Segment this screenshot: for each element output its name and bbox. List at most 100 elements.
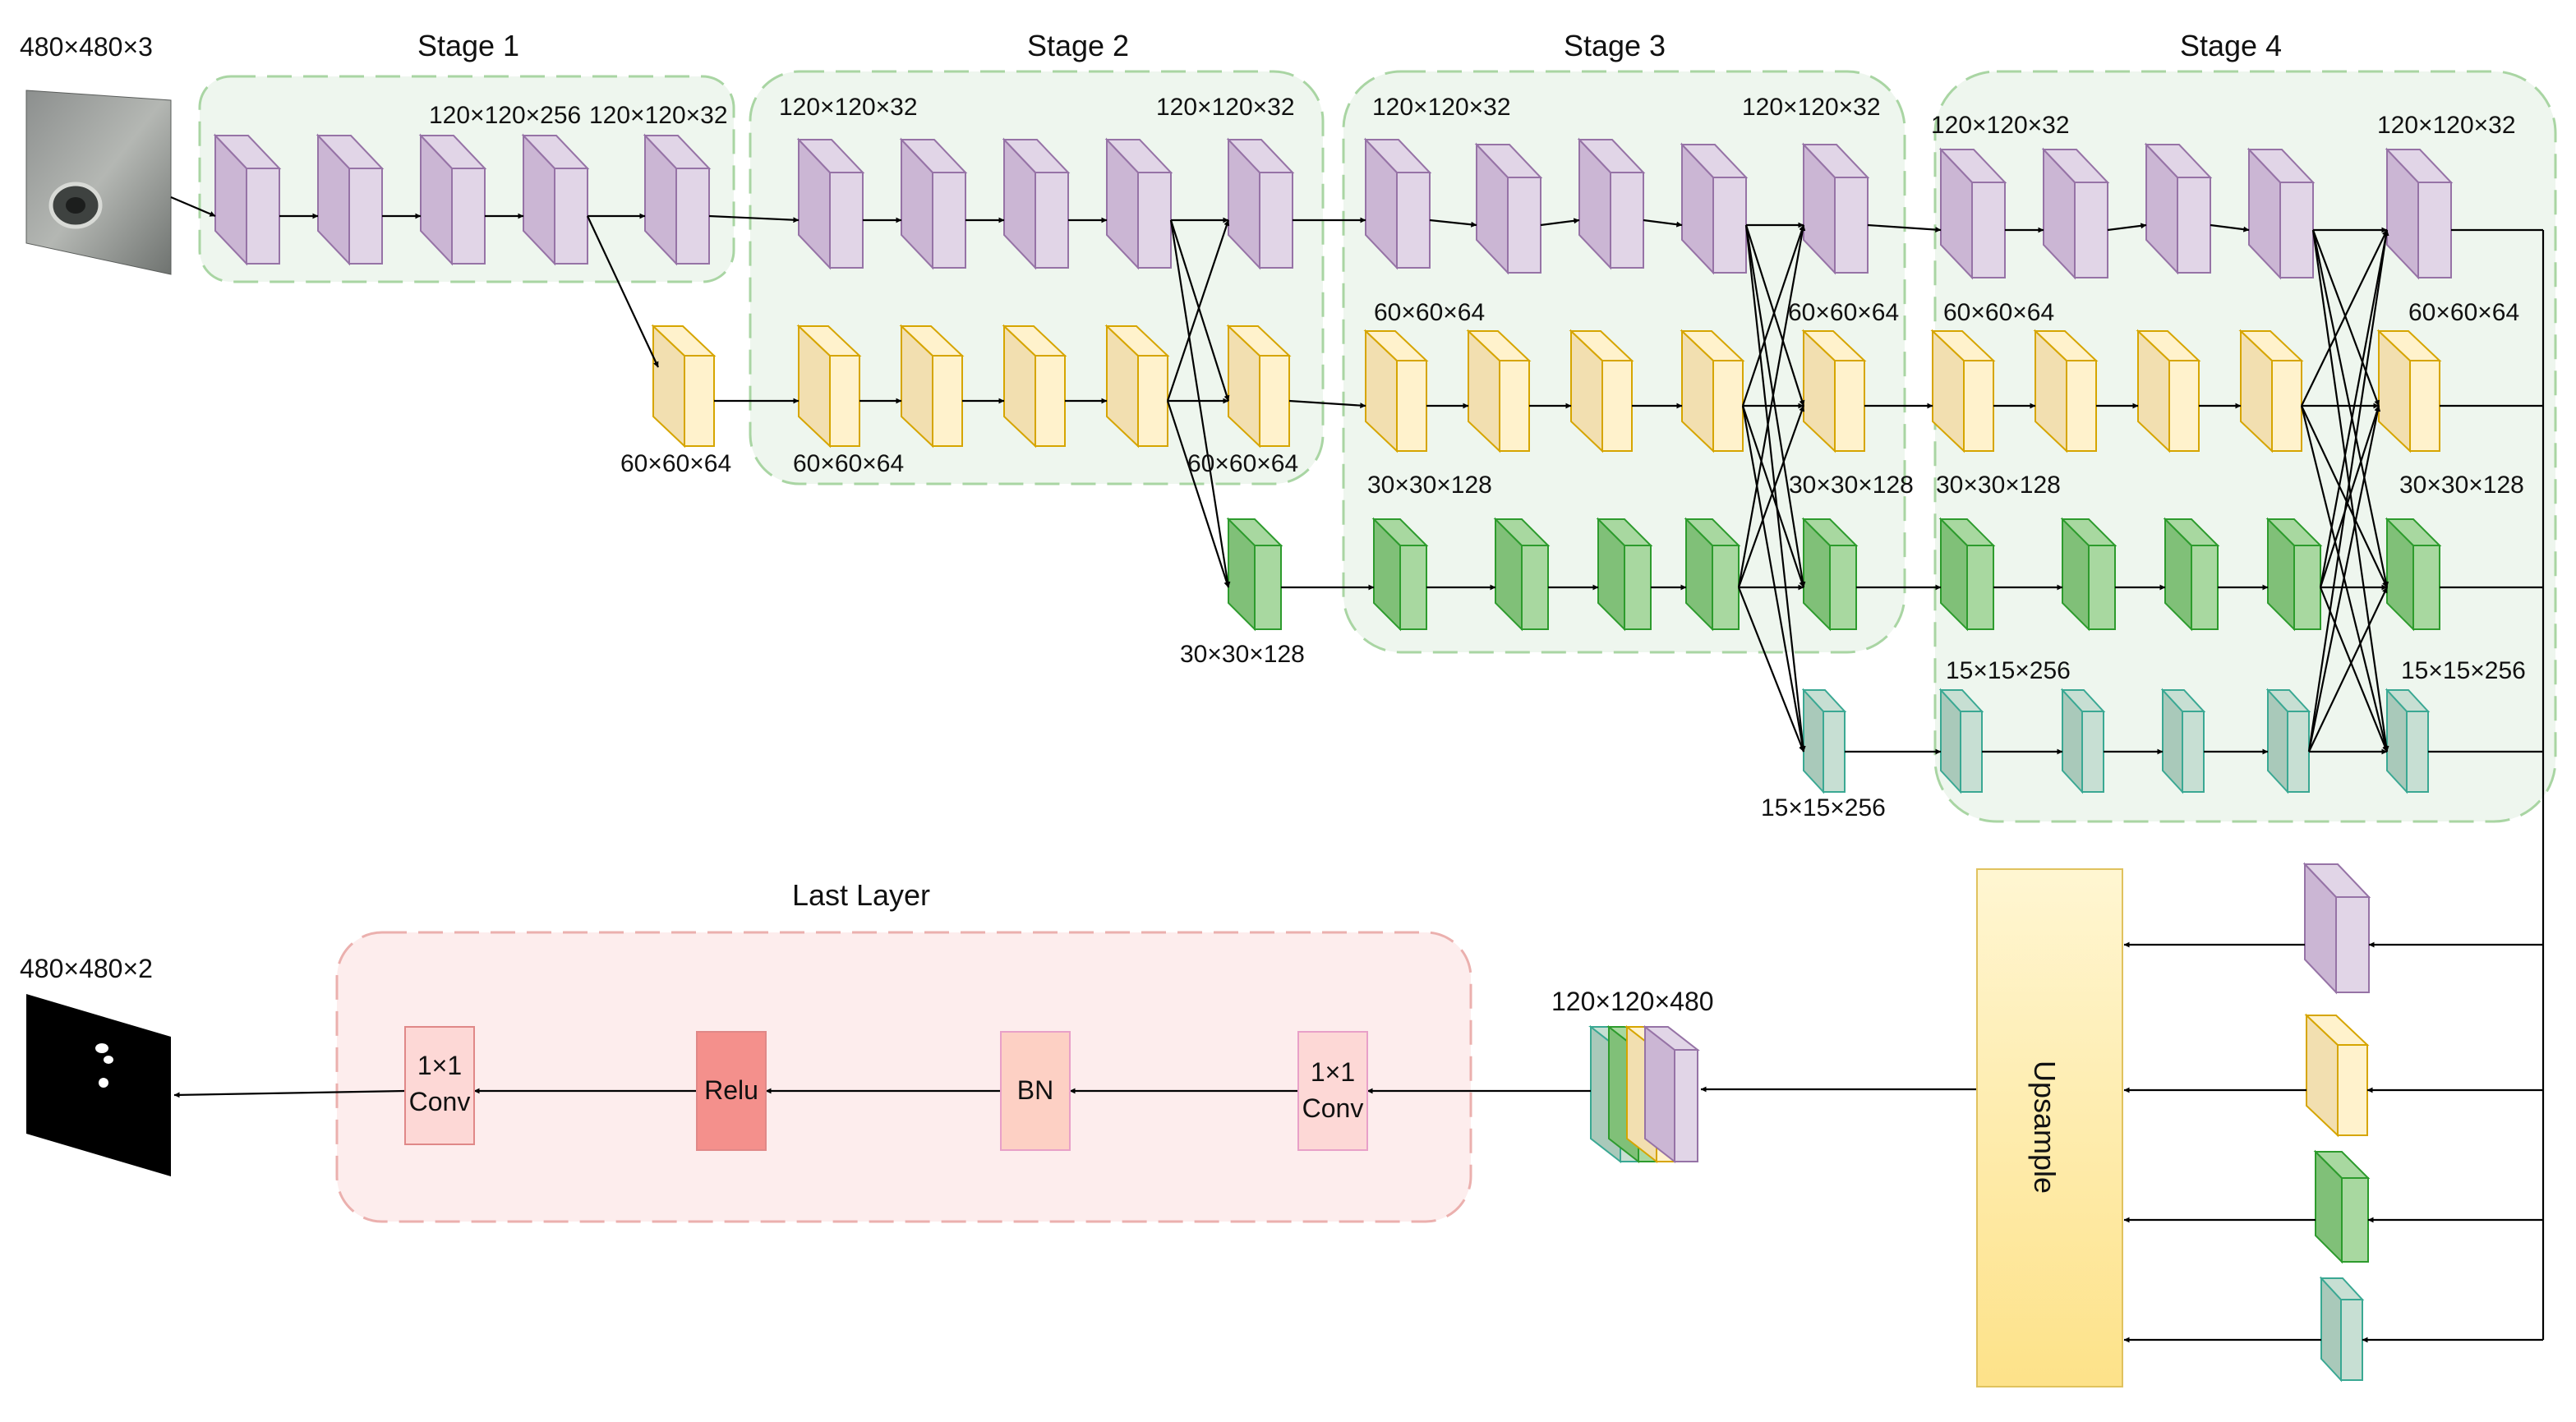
feature-block-15 bbox=[1938, 688, 1984, 794]
flow-arrow bbox=[1741, 224, 1805, 407]
feature-block-60 bbox=[2376, 329, 2442, 453]
feature-block-60 bbox=[1363, 329, 1429, 453]
feature-block-30 bbox=[1938, 517, 1996, 632]
dim-label: 120×120×32 bbox=[2377, 112, 2516, 139]
feature-block-30 bbox=[1371, 517, 1429, 632]
flow-arrow bbox=[2107, 223, 2147, 232]
feature-block-60 bbox=[2304, 1013, 2370, 1138]
feature-block-60 bbox=[1002, 324, 1067, 449]
feature-block-30 bbox=[1684, 517, 1741, 632]
dim-label: 120×120×480 bbox=[1551, 987, 1714, 1016]
dim-label: 30×30×128 bbox=[1936, 472, 2061, 499]
dim-label: 60×60×64 bbox=[1788, 299, 1899, 326]
flow-arrow bbox=[1737, 405, 1805, 588]
flow-arrow bbox=[2311, 229, 2389, 588]
feature-block-120 bbox=[521, 133, 590, 266]
flow-arrow bbox=[2319, 229, 2389, 588]
feature-block-15 bbox=[2319, 1276, 2365, 1383]
feature-block-60 bbox=[651, 324, 717, 449]
flow-arrow bbox=[2301, 229, 2388, 407]
feature-block-120 bbox=[1226, 137, 1295, 270]
feature-block-15 bbox=[2160, 688, 2206, 794]
feature-block-30 bbox=[1596, 517, 1653, 632]
feature-block-120 bbox=[2144, 142, 2213, 275]
stage-titles: Stage 1 Stage 2 Stage 3 Stage 4 Last Lay… bbox=[417, 29, 2282, 912]
dim-label: 60×60×64 bbox=[1374, 299, 1485, 326]
feature-block-30 bbox=[1493, 517, 1551, 632]
dim-label: 60×60×64 bbox=[2408, 299, 2519, 326]
flow-arrow bbox=[2311, 229, 2380, 407]
flow-arrow bbox=[2308, 587, 2388, 752]
dim-label: 30×30×128 bbox=[1789, 472, 1914, 499]
feature-block-30 bbox=[2265, 517, 2323, 632]
feature-block-120 bbox=[213, 133, 282, 266]
feature-block-120 bbox=[1002, 137, 1071, 270]
bn-box bbox=[1000, 1031, 1071, 1151]
conv-label: 1×1 bbox=[1311, 1057, 1355, 1087]
feature-block-30 bbox=[1801, 517, 1859, 632]
flow-arrow bbox=[2319, 587, 2389, 752]
flow-arrow bbox=[173, 1089, 406, 1098]
conv-label: Conv bbox=[1302, 1093, 1364, 1123]
feature-block-60 bbox=[1801, 329, 1867, 453]
stage-2-box bbox=[749, 70, 1325, 486]
flow-arrow bbox=[1741, 405, 1805, 588]
feature-block-60 bbox=[1466, 329, 1532, 453]
flow-arrow bbox=[1741, 405, 1806, 752]
upsample-label: Upsample bbox=[2028, 1061, 2062, 1194]
conv-1x1-first bbox=[1297, 1031, 1368, 1151]
feature-block-120 bbox=[1363, 137, 1432, 270]
flow-arrow bbox=[1737, 224, 1806, 588]
feature-block-120 bbox=[2302, 862, 2371, 995]
flow-arrow bbox=[1540, 218, 1580, 227]
flow-arrow bbox=[2319, 405, 2380, 588]
dim-label: 120×120×256 bbox=[429, 102, 581, 129]
flow-arrow bbox=[2307, 229, 2389, 752]
dim-label: 60×60×64 bbox=[793, 450, 904, 477]
relu-box bbox=[696, 1031, 767, 1151]
feature-block-120 bbox=[643, 133, 712, 266]
dim-label: 30×30×128 bbox=[1180, 641, 1305, 668]
feature-block-60 bbox=[2033, 329, 2099, 453]
feature-block-120 bbox=[316, 133, 385, 266]
flow-arrows bbox=[170, 196, 2545, 1343]
layer-blocks bbox=[213, 133, 2454, 1383]
last-layer-box bbox=[335, 931, 1472, 1223]
dim-label: 120×120×32 bbox=[779, 94, 918, 121]
dim-label: 120×120×32 bbox=[1156, 94, 1295, 121]
flow-arrow bbox=[1744, 224, 1805, 407]
feature-block-120 bbox=[1938, 147, 2007, 280]
dim-label: 15×15×256 bbox=[1761, 794, 1886, 821]
flow-arrow bbox=[2311, 229, 2389, 752]
last-layer-title: Last Layer bbox=[792, 878, 930, 912]
upsample-block: Upsample bbox=[1976, 868, 2123, 1387]
feature-block-30 bbox=[2385, 517, 2442, 632]
dim-label: 120×120×32 bbox=[1742, 94, 1881, 121]
feature-block-120 bbox=[1577, 137, 1646, 270]
feature-block-60 bbox=[796, 324, 862, 449]
feature-block-60 bbox=[1680, 329, 1745, 453]
feature-block-60 bbox=[899, 324, 965, 449]
stage-4-title: Stage 4 bbox=[2180, 29, 2282, 62]
stage-1-title: Stage 1 bbox=[417, 29, 519, 62]
flow-arrow bbox=[2301, 405, 2388, 588]
flow-arrow bbox=[708, 214, 800, 223]
flow-arrow bbox=[2307, 405, 2381, 752]
conv-1x1-final bbox=[404, 1026, 475, 1145]
flow-arrow bbox=[1867, 223, 1942, 233]
flow-arrow bbox=[1429, 219, 1477, 228]
conv-label: 1×1 bbox=[417, 1051, 462, 1080]
flow-arrow bbox=[2210, 223, 2250, 232]
flow-arrow bbox=[1169, 219, 1231, 588]
feature-block-120 bbox=[1801, 142, 1870, 275]
feature-block-120 bbox=[1680, 142, 1749, 275]
last-layer-ops: 1×1 Conv Relu BN 1×1 Conv bbox=[404, 1026, 1368, 1151]
dimension-labels: 120×120×256 120×120×32 60×60×64 120×120×… bbox=[429, 94, 2526, 1016]
dim-label: 60×60×64 bbox=[1943, 299, 2054, 326]
output-mask bbox=[26, 994, 171, 1176]
flow-arrow bbox=[170, 196, 216, 218]
feature-block-60 bbox=[2238, 329, 2304, 453]
dim-label: 60×60×64 bbox=[620, 450, 731, 477]
dim-label: 60×60×64 bbox=[1187, 450, 1298, 477]
